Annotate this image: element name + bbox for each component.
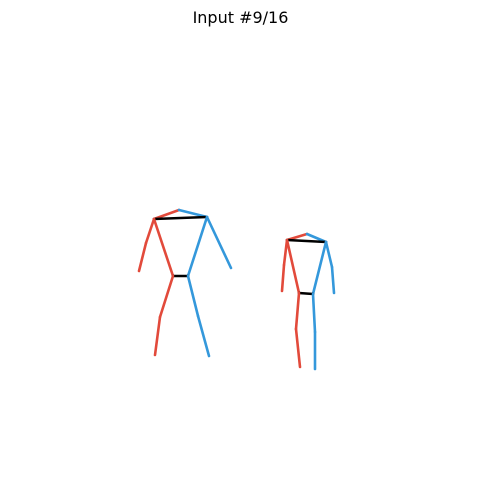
forearm-right [330, 265, 336, 295]
shoulder-line [152, 215, 209, 221]
thigh-left [294, 291, 301, 331]
thigh-left [158, 274, 175, 319]
thigh-right [311, 292, 317, 334]
head-right [177, 208, 209, 219]
upper-arm-right [324, 240, 334, 269]
stick-figure-1 [137, 208, 233, 358]
plot-title: Input #9/16 [192, 8, 289, 27]
torso-left [152, 217, 175, 278]
torso-right [311, 240, 328, 296]
upper-arm-left [282, 238, 289, 267]
shin-right [196, 314, 211, 358]
torso-right [186, 215, 209, 278]
forearm-left [280, 263, 286, 293]
shin-left [153, 315, 162, 357]
shoulder-line [285, 238, 328, 244]
stick-figure-2 [280, 232, 336, 371]
shin-left [294, 327, 302, 369]
forearm-left [137, 241, 148, 273]
thigh-right [186, 274, 200, 318]
head-left [152, 208, 181, 221]
upper-arm-left [144, 217, 156, 245]
upper-arm-right [205, 215, 233, 270]
torso-left [285, 238, 301, 295]
hip-line [297, 291, 315, 296]
